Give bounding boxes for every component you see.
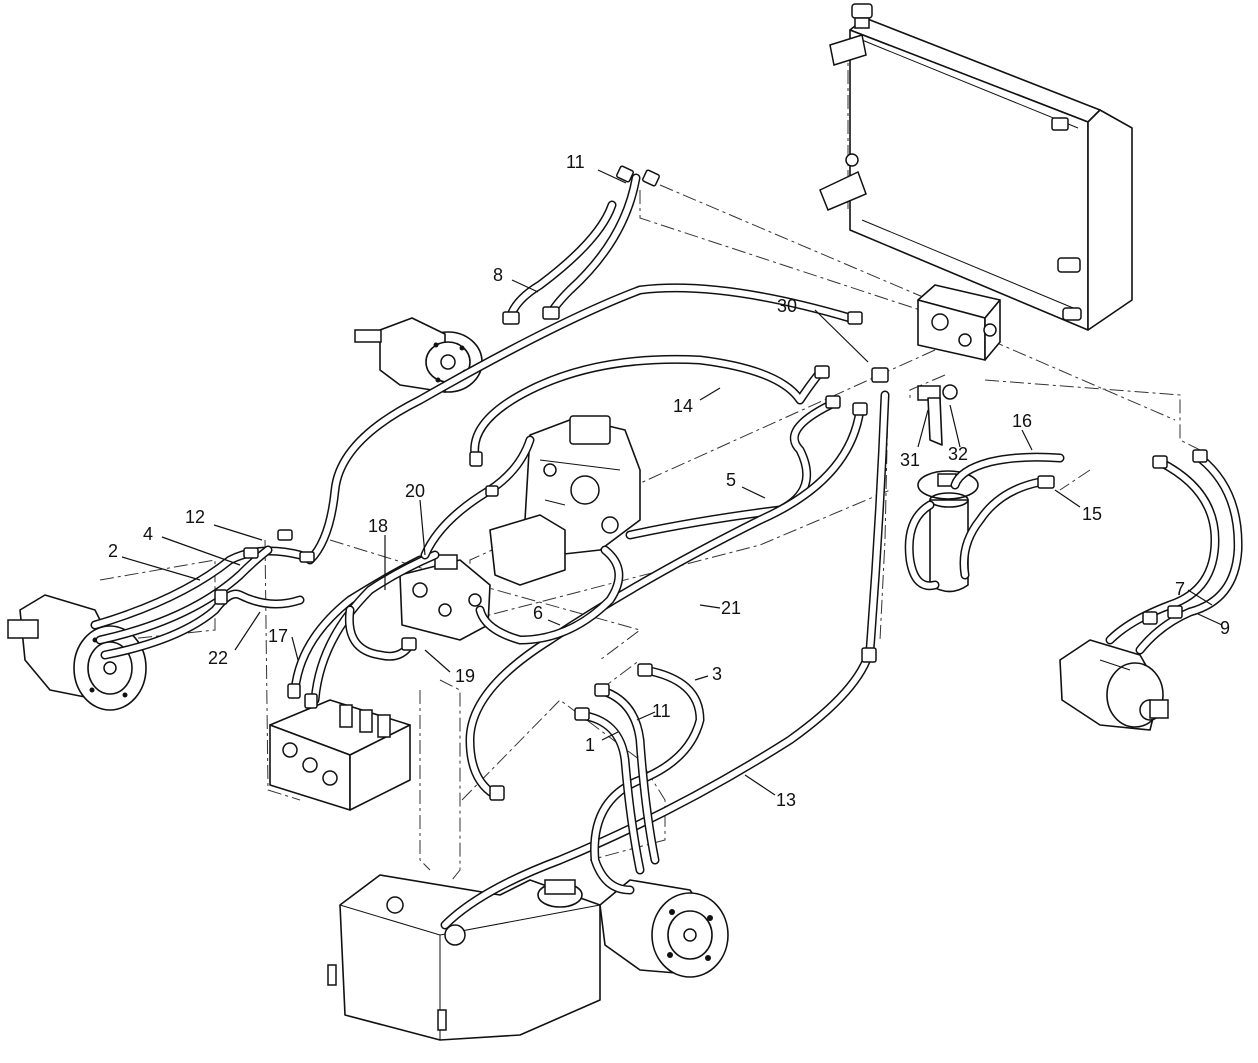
- callout-labels: 11 8 30 14 16 31 32 5 20 15 12 18 4 2 7 …: [108, 152, 1230, 810]
- callout-14: 14: [673, 396, 693, 416]
- control-valve: [399, 554, 491, 641]
- hose-2: [90, 546, 305, 630]
- hose-8: [505, 200, 617, 323]
- callout-16: 16: [1012, 411, 1032, 431]
- hose-14: [470, 354, 823, 460]
- callout-20: 20: [405, 481, 425, 501]
- callout-4: 4: [143, 524, 153, 544]
- hose-12: [305, 283, 855, 565]
- hose-fittings: [214, 165, 1208, 801]
- hydraulic-filter: [917, 470, 979, 593]
- filter-return-hose: [904, 500, 940, 591]
- callout-1: 1: [585, 735, 595, 755]
- hose-9: [1135, 453, 1243, 655]
- oil-cooler: [819, 3, 1133, 331]
- valve-bank: [269, 699, 411, 811]
- hydrostatic-pump: [489, 415, 641, 586]
- hose-11: [595, 685, 660, 865]
- callout-13: 13: [776, 790, 796, 810]
- hose-6: [475, 545, 624, 645]
- callout-7: 7: [1175, 579, 1185, 599]
- callout-18: 18: [368, 516, 388, 536]
- leader-lines: [121, 169, 1223, 796]
- manifold-block: [917, 284, 1001, 361]
- callout-32: 32: [948, 444, 968, 464]
- callout-10: 11: [566, 152, 585, 172]
- callout-9: 9: [1220, 618, 1230, 638]
- callout-8: 8: [493, 265, 503, 285]
- callout-2: 2: [108, 541, 118, 561]
- callout-30: 30: [777, 296, 797, 316]
- hose-13: [440, 390, 890, 930]
- callout-19: 19: [455, 666, 475, 686]
- callout-15: 15: [1082, 504, 1102, 524]
- cooler-cap: [851, 3, 873, 29]
- callout-12: 12: [185, 507, 205, 527]
- callout-17: 17: [268, 626, 288, 646]
- hose-16: [950, 452, 1065, 490]
- callout-5: 5: [726, 470, 736, 490]
- callout-21: 21: [721, 598, 741, 618]
- callout-3: 3: [712, 664, 722, 684]
- callout-11: 11: [652, 701, 671, 721]
- hoses: [90, 173, 1243, 930]
- hose-4: [95, 545, 273, 645]
- hydraulic-tank: [327, 874, 601, 1041]
- rear-wheel-motor-lower: [599, 879, 729, 978]
- hose-19: [344, 605, 415, 661]
- fitting-31-32: [917, 384, 958, 446]
- callout-6: 6: [533, 603, 543, 623]
- hose-1: [575, 710, 645, 875]
- callout-22: 22: [208, 648, 228, 668]
- hose-15: [959, 477, 1045, 580]
- right-wheel-motor: [1059, 639, 1169, 731]
- hose-7: [1105, 457, 1220, 645]
- callout-31: 31: [900, 450, 920, 470]
- hose-18: [310, 550, 440, 705]
